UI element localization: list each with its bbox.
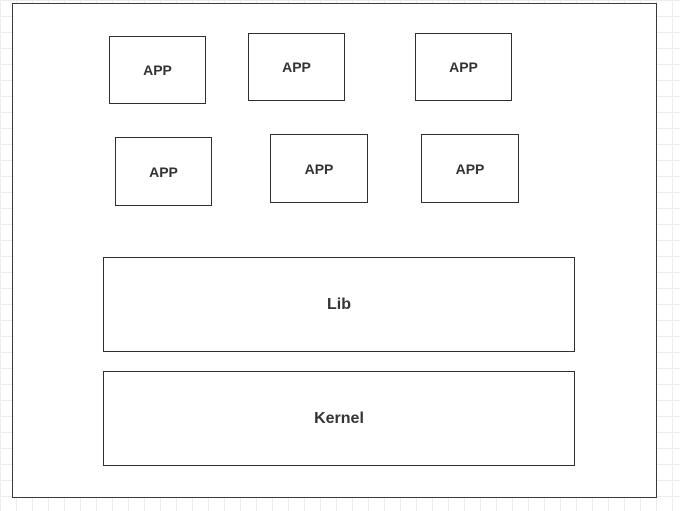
app-label: APP [449,59,478,75]
app-box: APP [270,134,368,203]
app-box: APP [421,134,519,203]
app-box: APP [415,33,512,101]
app-box: APP [109,36,206,104]
app-label: APP [455,160,485,177]
app-label: APP [304,160,334,177]
app-label: APP [282,59,311,75]
kernel-layer-box: Kernel [103,371,575,466]
app-label: APP [149,163,178,180]
lib-label: Lib [327,295,351,313]
app-box: APP [115,137,212,206]
kernel-label: Kernel [314,409,364,427]
lib-layer-box: Lib [103,257,575,352]
app-label: APP [143,62,172,78]
app-box: APP [248,33,345,101]
